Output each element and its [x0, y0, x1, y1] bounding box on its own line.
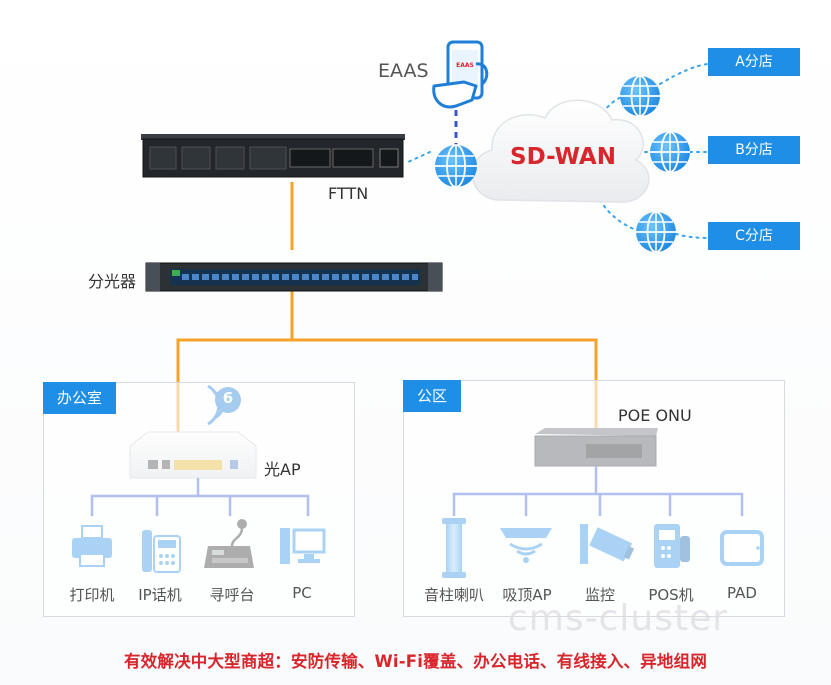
- footer-caption: 有效解决中大型商超：安防传输、Wi-Fi覆盖、办公电话、有线接入、异地组网: [123, 652, 708, 671]
- device-label-pos: POS机: [648, 586, 694, 604]
- public-zone: 公区: [403, 380, 785, 617]
- device-label-paging: 寻呼台: [209, 586, 255, 604]
- splitter-label: 分光器: [88, 272, 137, 291]
- public-zone-title: 公区: [403, 380, 462, 412]
- office-zone-title: 办公室: [43, 382, 117, 414]
- device-label-speaker: 音柱喇叭: [423, 586, 484, 604]
- device-label-printer: 打印机: [69, 586, 115, 604]
- wifi6-badge-number: 6: [222, 389, 234, 407]
- branch-a-tag: A分店: [708, 48, 800, 76]
- watermark: cms-cluster: [508, 598, 729, 639]
- device-label-pad: PAD: [727, 584, 757, 602]
- splitter-device: [145, 262, 443, 292]
- fttn-device: [141, 134, 405, 178]
- office-zone: 办公室: [43, 382, 355, 617]
- eaas-label: EAAS: [378, 60, 429, 82]
- sdwan-cloud: [471, 99, 650, 203]
- eaas-phone-label: EAAS: [456, 62, 474, 69]
- optical-ap-label: 光AP: [264, 460, 301, 479]
- globe-icons: [435, 75, 690, 253]
- branch-c-tag: C分店: [708, 222, 800, 250]
- device-label-pc: PC: [292, 584, 312, 602]
- eaas-phone-icon: [432, 40, 489, 109]
- poe-onu-label: POE ONU: [618, 406, 692, 425]
- device-label-ceiling-ap: 吸顶AP: [502, 586, 552, 604]
- device-label-camera: 监控: [584, 586, 615, 604]
- sdwan-label: SD-WAN: [510, 144, 616, 170]
- branch-b-tag: B分店: [708, 136, 800, 164]
- device-label-ip-phone: IP话机: [138, 586, 182, 604]
- fttn-label: FTTN: [328, 184, 369, 203]
